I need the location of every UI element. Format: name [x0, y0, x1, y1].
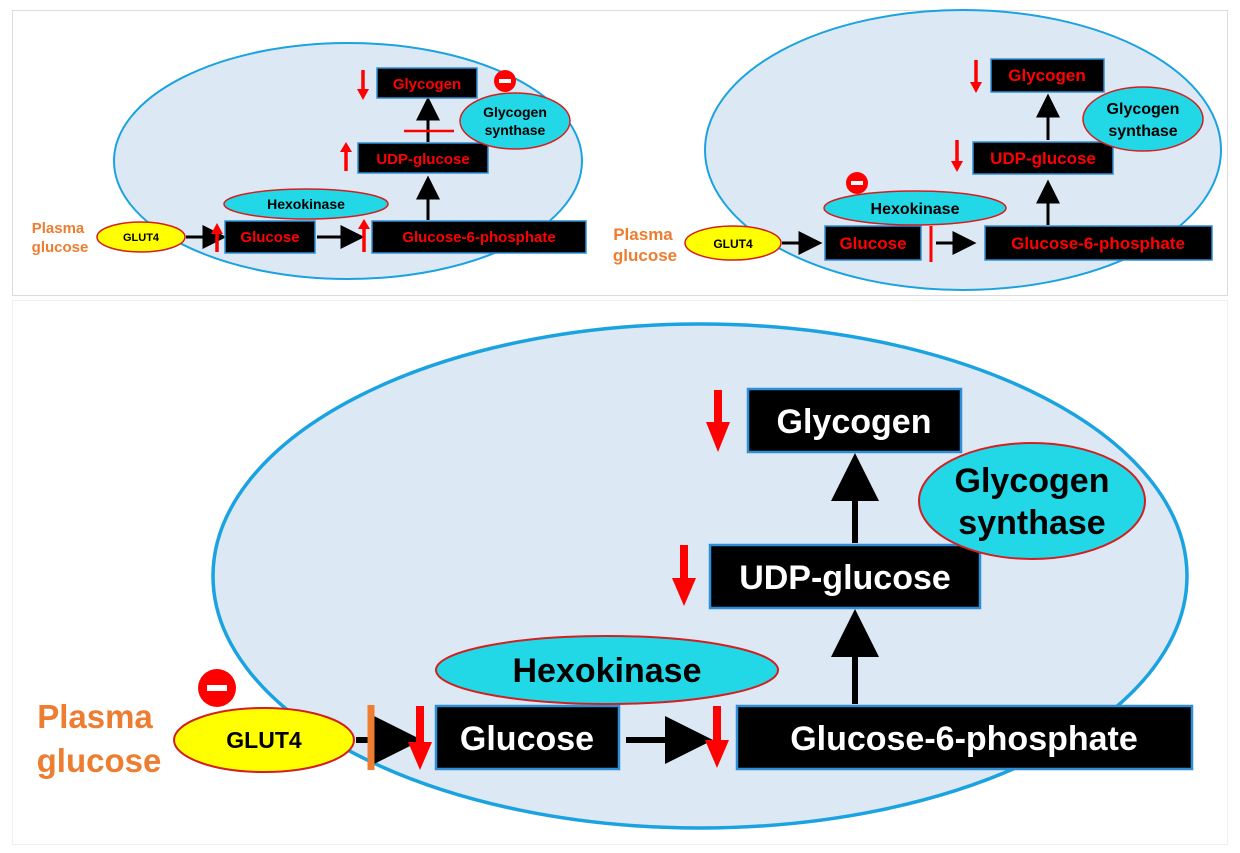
minus-sign	[499, 79, 511, 83]
udp-glucose-box	[357, 142, 489, 174]
g6p-label: Glucose-6-phosphate	[790, 720, 1138, 758]
glucose-box	[224, 220, 316, 254]
glycogen-synthase-label-line2: synthase	[1108, 123, 1177, 140]
glycogen-synthase-label-line2: synthase	[958, 504, 1105, 542]
down-arrow-glycogen-head	[970, 82, 982, 93]
hexokinase-enzyme	[435, 635, 779, 705]
g6p-box	[735, 704, 1194, 771]
minus-sign	[851, 181, 863, 185]
up-arrow-g6p-head	[358, 219, 370, 229]
glycogen-box	[746, 387, 963, 454]
down-arrow-udp-head	[951, 161, 963, 172]
down-arrow-glucose-head	[408, 742, 432, 770]
glycogen-synthase-label-line1: Glycogen	[483, 104, 547, 120]
udp-glucose-label: UDP-glucose	[739, 559, 951, 597]
plasma-glucose-label-line1: Plasma	[32, 220, 85, 237]
glycogen-box	[376, 67, 478, 99]
glycogen-label: Glycogen	[1008, 66, 1085, 85]
glut4-transporter	[96, 221, 186, 253]
glucose-box	[824, 225, 922, 261]
panel-top-right: Plasma glucose GLUT4 Glucose Hexokinase …	[613, 9, 1222, 291]
glycogen-synthase-label-line2: synthase	[485, 122, 546, 138]
glycogen-synthase-enzyme	[459, 92, 571, 150]
panel-bottom: Plasma glucose GLUT4 Glucose Hexokinase …	[37, 322, 1194, 830]
down-arrow-glycogen-head	[357, 89, 369, 100]
plasma-glucose-label-line1: Plasma	[37, 698, 153, 735]
glycogen-label: Glycogen	[777, 403, 932, 441]
g6p-box	[984, 225, 1213, 261]
glucose-label: Glucose	[839, 234, 906, 253]
g6p-label: Glucose-6-phosphate	[402, 229, 555, 246]
glut4-label: GLUT4	[713, 237, 753, 251]
up-arrow-udp-head	[340, 142, 352, 152]
down-arrow-udp-head	[672, 578, 696, 606]
plasma-glucose-label-line2: glucose	[613, 246, 677, 265]
hexokinase-label: Hexokinase	[513, 652, 702, 690]
hexokinase-enzyme	[823, 190, 1007, 226]
hexokinase-enzyme	[223, 188, 389, 220]
glucose-label: Glucose	[240, 229, 299, 246]
glycogen-label: Glycogen	[393, 76, 461, 93]
cell-membrane	[113, 42, 583, 280]
glucose-label: Glucose	[460, 720, 594, 758]
glut4-label: GLUT4	[123, 232, 160, 244]
glycogen-synthase-enzyme	[1082, 86, 1204, 152]
glut4-transporter	[684, 225, 782, 261]
udp-glucose-label: UDP-glucose	[990, 149, 1096, 168]
glucose-box	[434, 704, 621, 771]
minus-sign	[207, 685, 227, 691]
glycogen-synthase-enzyme	[918, 442, 1146, 560]
glycogen-box	[990, 58, 1105, 93]
g6p-label: Glucose-6-phosphate	[1011, 234, 1185, 253]
udp-glucose-box	[708, 543, 982, 610]
down-arrow-g6p-head	[705, 740, 729, 768]
udp-glucose-label: UDP-glucose	[376, 151, 469, 168]
glycogen-synthase-label-line1: Glycogen	[955, 462, 1110, 500]
glycogen-synthase-label-line1: Glycogen	[1107, 101, 1180, 118]
up-arrow-glucose-head	[211, 223, 223, 234]
hexokinase-label: Hexokinase	[871, 201, 960, 218]
plasma-glucose-label-line1: Plasma	[613, 225, 673, 244]
udp-glucose-box	[972, 141, 1114, 175]
plasma-glucose-label-line2: glucose	[32, 239, 89, 256]
plasma-glucose-label-line2: glucose	[37, 742, 162, 779]
panel-top-left: Plasma glucose GLUT4 Glucose Hexokinase …	[32, 42, 587, 280]
g6p-box	[371, 220, 587, 254]
glut4-label: GLUT4	[226, 727, 302, 753]
hexokinase-label: Hexokinase	[267, 196, 345, 212]
glut4-transporter	[173, 707, 355, 773]
down-arrow-glycogen-head	[706, 422, 730, 452]
